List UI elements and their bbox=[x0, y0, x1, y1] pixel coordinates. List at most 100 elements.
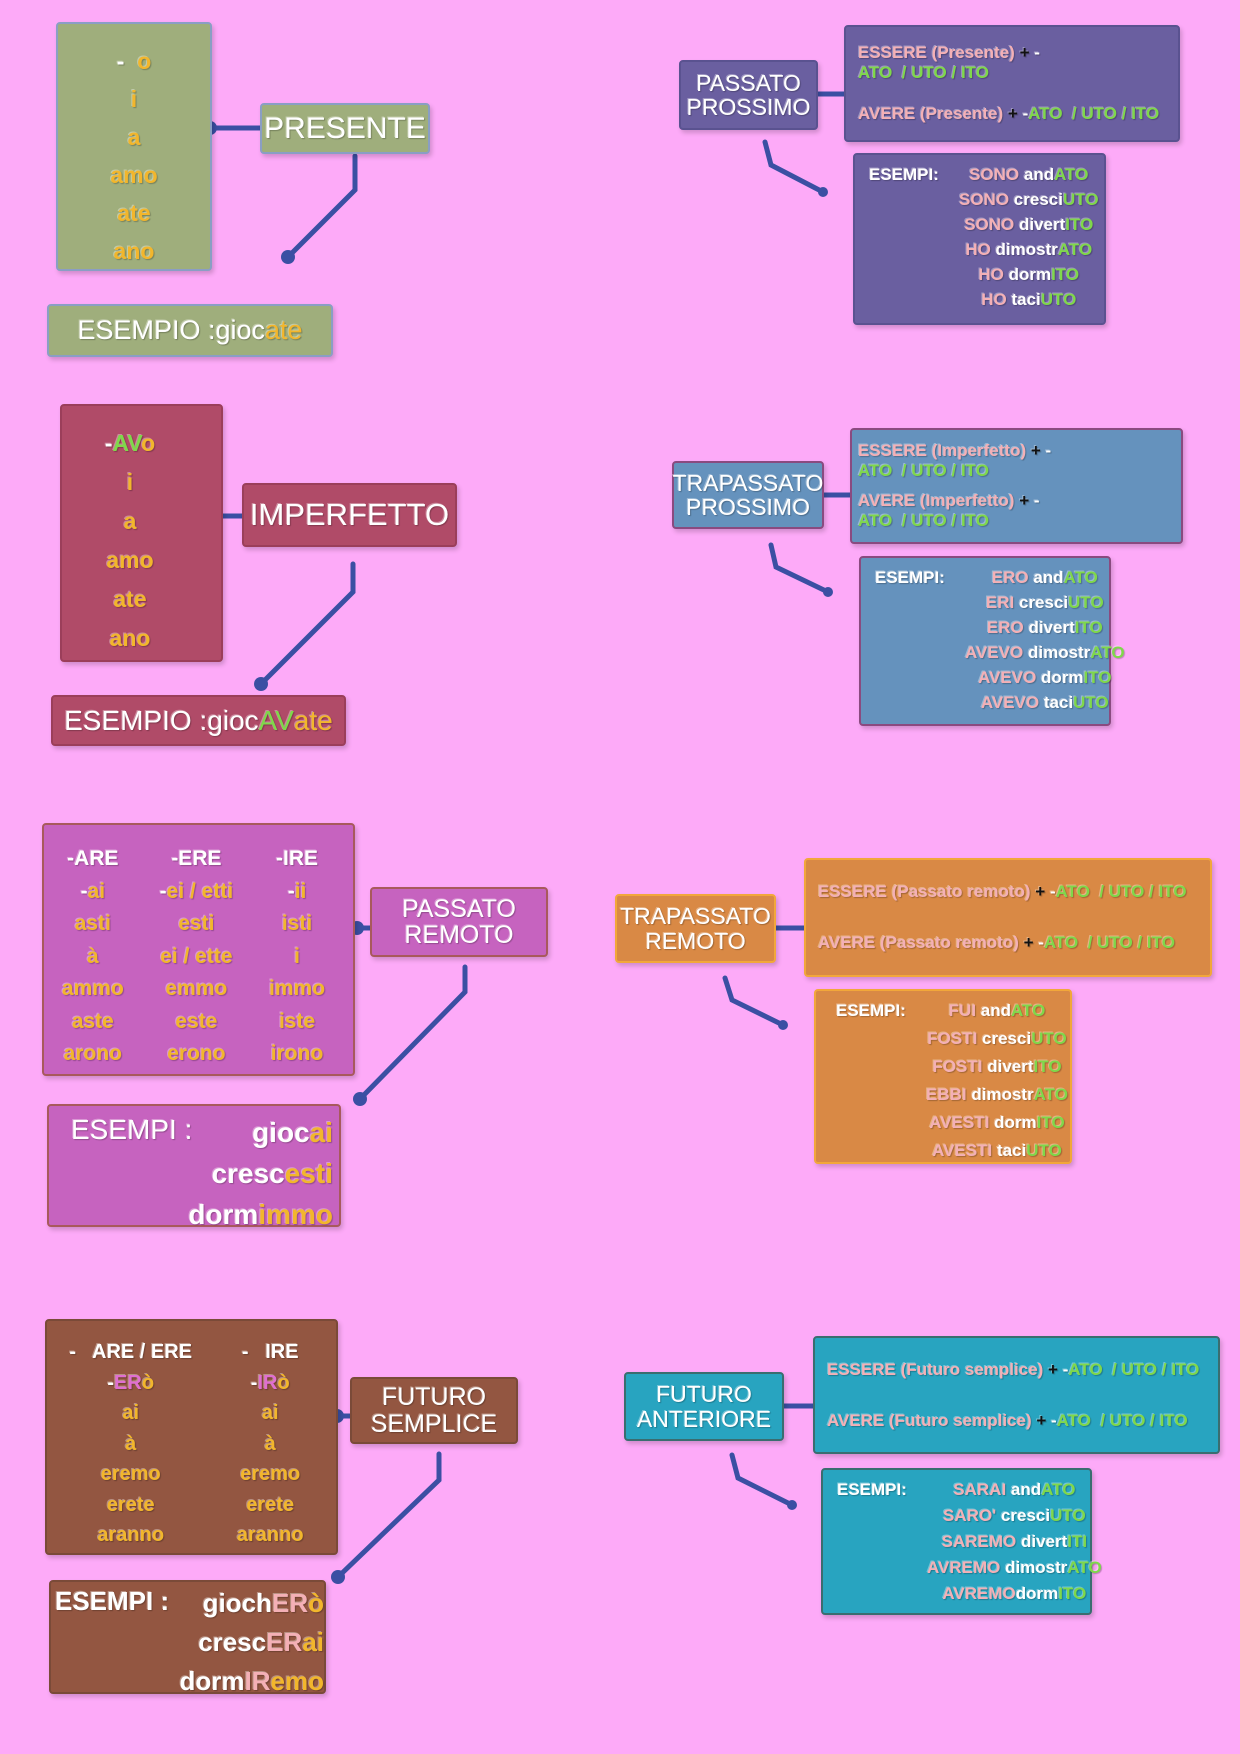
text-line: AVERE (Futuro semplice) + -ATO / UTO / I… bbox=[827, 1411, 1206, 1431]
text-segment: cresci bbox=[1013, 190, 1063, 209]
text-line: ai bbox=[262, 1398, 279, 1429]
text-line: AVESTI taciUTO bbox=[932, 1141, 1062, 1161]
text-line: -ERE bbox=[171, 843, 221, 876]
text-segment: ii bbox=[294, 879, 307, 903]
text-segment: divert bbox=[1019, 215, 1066, 234]
text-line: a bbox=[124, 502, 137, 541]
text-segment: ERO bbox=[986, 618, 1029, 637]
text-segment: AVREMO bbox=[927, 1558, 1006, 1577]
text-segment: + bbox=[1023, 933, 1039, 953]
text-line: aranno bbox=[97, 1520, 164, 1551]
text-segment: i bbox=[294, 944, 300, 968]
title-line-2: REMOTO bbox=[404, 921, 514, 949]
text-segment: AVEVO bbox=[978, 668, 1042, 687]
text-segment: AVERE (Presente) bbox=[858, 103, 1008, 123]
text-line: AVREMO dimostrATO bbox=[927, 1558, 1102, 1578]
text-segment: + bbox=[1019, 43, 1035, 63]
text-segment: taci bbox=[1011, 290, 1041, 309]
text-segment: EBBI bbox=[926, 1085, 972, 1104]
text-segment: a bbox=[127, 124, 141, 150]
text-segment: - bbox=[1038, 933, 1044, 953]
futuro-semplice-title: FUTURO SEMPLICE bbox=[350, 1377, 518, 1444]
text-segment: isti bbox=[281, 912, 313, 935]
text-line: -ei / etti bbox=[160, 876, 234, 909]
text-segment: SARAI bbox=[953, 1480, 1011, 1499]
text-segment: asti bbox=[74, 912, 111, 935]
examples-label: ESEMPI: bbox=[836, 1001, 906, 1020]
text-segment: ate bbox=[117, 200, 151, 226]
text-segment: divert bbox=[1020, 1532, 1068, 1551]
text-segment: - bbox=[1034, 43, 1040, 63]
text-line: eremo bbox=[101, 1459, 161, 1490]
text-line: ESSERE (Imperfetto) + -ATO / UTO / ITO bbox=[858, 441, 1169, 481]
title-line-1: TRAPASSATO bbox=[620, 903, 771, 930]
text-segment: ai bbox=[122, 1402, 140, 1424]
text-segment: - bbox=[104, 430, 113, 456]
text-segment: o bbox=[141, 430, 156, 456]
text-line: AVERE (Presente) + -ATO / UTO / ITO bbox=[858, 104, 1166, 124]
text-line: ammo bbox=[62, 973, 124, 1006]
text-line: FOSTI cresciUTO bbox=[927, 1029, 1067, 1049]
text-segment: ò bbox=[308, 1588, 324, 1618]
text-segment: ATO / UTO / ITO bbox=[1056, 1410, 1188, 1430]
text-segment: AV bbox=[112, 430, 142, 456]
text-segment: emo bbox=[270, 1666, 324, 1696]
text-segment: ESEMPIO :gioc bbox=[77, 315, 266, 346]
text-segment: - bbox=[116, 48, 138, 74]
text-segment: UTO bbox=[1050, 1506, 1086, 1525]
text-line: ano bbox=[110, 619, 151, 658]
text-segment: ATO bbox=[1054, 165, 1089, 184]
text-line: SONO andATO bbox=[969, 165, 1088, 185]
text-line: isti bbox=[282, 908, 312, 941]
text-segment: cresci bbox=[1018, 593, 1069, 612]
text-line: - o bbox=[117, 42, 152, 80]
text-segment: - ARE / ERE bbox=[69, 1341, 193, 1363]
text-line: SARAI andATO bbox=[953, 1480, 1075, 1500]
text-segment: - bbox=[250, 1371, 258, 1394]
text-segment: à bbox=[264, 1432, 276, 1455]
text-segment: immo bbox=[269, 977, 326, 1000]
text-segment: ATO bbox=[1067, 1558, 1102, 1577]
text-segment: arono bbox=[63, 1042, 123, 1065]
text-segment: ate bbox=[293, 704, 333, 736]
text-segment: -ARE bbox=[67, 847, 119, 870]
text-line: a bbox=[128, 118, 141, 156]
trapassato-remoto-title: TRAPASSATO REMOTO bbox=[615, 894, 776, 963]
text-line: ano bbox=[114, 232, 155, 270]
text-segment: UTO bbox=[1062, 190, 1099, 209]
text-segment: ATO / UTO / ITO bbox=[1028, 103, 1160, 123]
text-segment: dorm bbox=[188, 1199, 259, 1230]
text-segment: ATO bbox=[1063, 568, 1098, 587]
text-segment: - bbox=[1045, 441, 1052, 460]
text-line: i bbox=[127, 463, 133, 502]
text-line: à bbox=[87, 941, 99, 974]
text-segment: ammo bbox=[61, 977, 124, 1000]
text-segment: SARO' bbox=[943, 1506, 1001, 1525]
text-line: ERO andATO bbox=[992, 568, 1098, 588]
title-line-2: PROSSIMO bbox=[686, 494, 810, 520]
text-line: FUI andATO bbox=[949, 1001, 1046, 1021]
text-segment: -IRE bbox=[276, 847, 319, 870]
text-segment: eremo bbox=[100, 1463, 161, 1485]
text-segment: SAREMO bbox=[941, 1532, 1021, 1551]
text-segment: gioc bbox=[252, 1117, 310, 1148]
text-segment: - bbox=[80, 879, 88, 903]
text-segment: SONO bbox=[959, 190, 1014, 209]
text-segment: ERO bbox=[991, 568, 1034, 587]
text-segment: gioch bbox=[202, 1588, 272, 1618]
text-segment: ATO bbox=[1090, 643, 1125, 662]
text-segment: ITI bbox=[1067, 1532, 1088, 1551]
text-segment: UTO bbox=[1068, 593, 1104, 612]
text-line: SONO cresciUTO bbox=[959, 190, 1099, 210]
examples-label: ESEMPI : bbox=[55, 1586, 170, 1616]
text-segment: aste bbox=[71, 1009, 114, 1033]
